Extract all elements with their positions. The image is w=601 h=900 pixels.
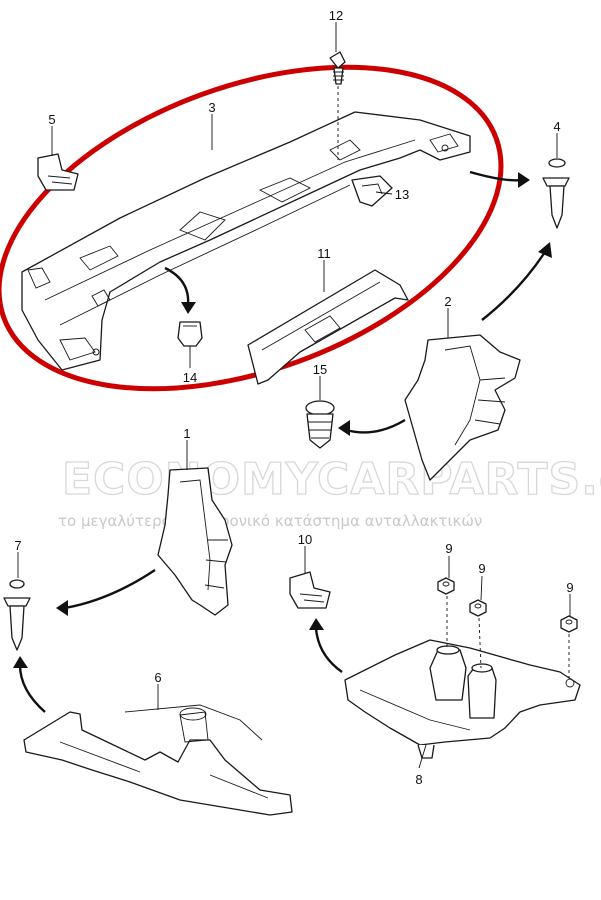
clip-4 bbox=[542, 158, 570, 229]
bracket-clip-5 bbox=[37, 153, 79, 191]
part-number-9-a: 9 bbox=[445, 541, 452, 556]
part-number-4: 4 bbox=[553, 119, 560, 134]
bracket-clip-10 bbox=[289, 571, 331, 609]
part-number-10: 10 bbox=[298, 532, 312, 547]
part-number-14: 14 bbox=[183, 370, 197, 385]
part-number-13: 13 bbox=[395, 187, 409, 202]
part-number-15: 15 bbox=[313, 362, 327, 377]
part-number-12: 12 bbox=[329, 8, 343, 23]
watermark-brand: ECONOMYCARPARTS.gr bbox=[62, 454, 601, 505]
part-number-8: 8 bbox=[415, 772, 422, 787]
part-number-9-b: 9 bbox=[478, 561, 485, 576]
side-bracket-right bbox=[404, 334, 521, 481]
clip-14 bbox=[177, 321, 203, 347]
part-number-3: 3 bbox=[208, 100, 215, 115]
part-number-9-c: 9 bbox=[566, 580, 573, 595]
clip-13 bbox=[351, 175, 393, 207]
lower-bracket-left bbox=[23, 704, 293, 816]
part-numbers: 12 3 5 4 13 11 2 14 15 1 7 10 9 9 9 6 8 bbox=[14, 8, 573, 787]
watermark-tagline: το μεγαλύτερο ηλεκτρονικό κατάστημα αντα… bbox=[58, 512, 482, 530]
part-number-1: 1 bbox=[183, 426, 190, 441]
callout-lines bbox=[17, 22, 571, 769]
screw-12 bbox=[329, 51, 346, 85]
side-bracket-left bbox=[157, 467, 233, 616]
lower-shield-right bbox=[344, 639, 581, 759]
push-clip-15 bbox=[305, 400, 335, 449]
part-number-7: 7 bbox=[14, 538, 21, 553]
part-number-11: 11 bbox=[317, 246, 331, 261]
clip-7 bbox=[3, 579, 31, 651]
nut-9-a bbox=[437, 577, 455, 595]
part-number-2: 2 bbox=[444, 294, 451, 309]
nut-9-b bbox=[469, 599, 487, 617]
undertray-panel bbox=[21, 111, 471, 371]
highlight-ellipse bbox=[0, 64, 504, 392]
bracket-strip bbox=[247, 269, 409, 385]
assembly-arrows bbox=[13, 170, 552, 713]
nut-9-c bbox=[560, 615, 578, 633]
part-number-5: 5 bbox=[48, 112, 55, 127]
watermark: ECONOMYCARPARTS.gr το μεγαλύτερο ηλεκτρο… bbox=[58, 453, 601, 530]
part-number-6: 6 bbox=[154, 670, 161, 685]
